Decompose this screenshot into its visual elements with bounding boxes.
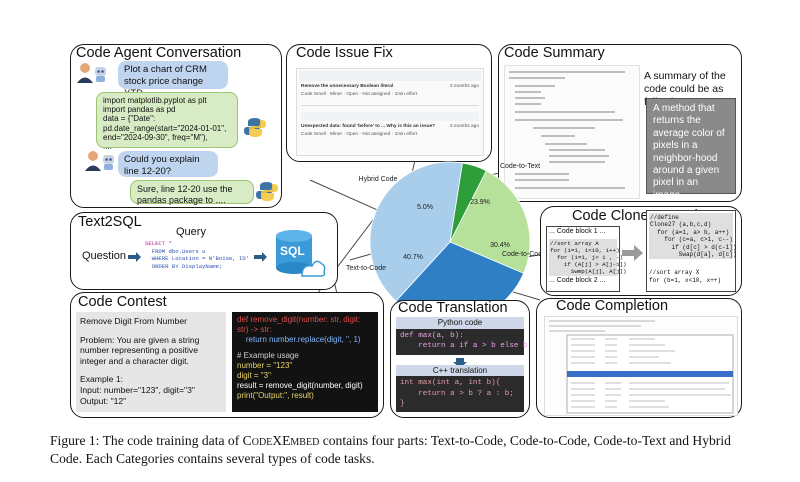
contest-example-label: Example 1:	[80, 374, 123, 385]
pie-category-label: Hybrid Code	[359, 176, 398, 183]
question-arrow-icon	[128, 250, 142, 268]
clone-left-box: ... Code block 1 ... //sort array A for …	[546, 226, 627, 292]
completion-screenshot	[544, 316, 738, 416]
issue-item-1: Remove the unnecessary Boolean literal	[301, 84, 394, 89]
sql-db-label: SQL	[280, 244, 305, 258]
sql-code: SELECT * FROM dbo.Users u WHERE Location…	[145, 240, 253, 284]
sql-database-icon: SQL	[272, 228, 326, 282]
summary-box: A method that returns the average color …	[646, 98, 736, 201]
agent-title: Code Agent Conversation	[76, 45, 242, 61]
user-avatar-icon-2	[84, 150, 116, 177]
cpp-code-header: C++ translation	[396, 365, 524, 376]
clone-right-code-2: //sort array X for (b=1, x<10, x++)	[649, 269, 722, 284]
python-code-block: def max(a, b): return a if a > b else b	[396, 329, 528, 355]
clone-block-2: ... Code block 2 ...	[549, 276, 606, 284]
user-message-1: Plot a chart of CRM stock price change Y…	[118, 61, 228, 99]
contest-desc: Problem: You are given a string number r…	[80, 334, 200, 366]
sql-line-4: ORDER BY DisplayName;	[145, 262, 223, 270]
pie-value-label: 5.0%	[417, 204, 433, 211]
contest-code-line-3: return number.replace(digit, '', 1)	[237, 335, 361, 344]
translation-title: Code Translation	[398, 300, 508, 316]
sql-line-2: FROM dbo.Users u	[145, 247, 206, 255]
contest-code-line-5: # Example usage	[237, 351, 299, 360]
contest-code-line-9: print("Output:", result)	[237, 391, 314, 400]
pie-category-label: Text-to-Code	[346, 265, 386, 272]
contest-problem-name: Remove Digit From Number	[80, 316, 187, 326]
summary-title: Code Summary	[504, 45, 605, 61]
sql-line-1: SELECT *	[145, 240, 172, 247]
user-avatar-icon	[76, 62, 108, 89]
python-logo-icon	[244, 116, 266, 143]
contest-code-line-2: str) -> str:	[237, 325, 272, 334]
translation-down-arrow-icon	[453, 355, 467, 373]
caption-name: CodeXEmbed	[242, 433, 320, 448]
issue-screenshot: Remove the unnecessary Boolean literal 3 …	[296, 68, 484, 156]
python-code-header: Python code	[396, 317, 524, 329]
issue-age-2: 3 months ago	[449, 124, 479, 129]
pie-value-label: 30.4%	[490, 242, 510, 249]
contest-code-box: def remove_digit(number: str, digit: str…	[232, 312, 378, 412]
clone-right-code-1: //define Clone27 (a,b,c,d) for (a=1, a> …	[649, 213, 737, 260]
issue-age-1: 3 months ago	[449, 84, 479, 89]
pie-category-label: Code-to-Code	[502, 251, 546, 258]
contest-example-input: Input: number="123", digit="3"	[80, 384, 195, 395]
sql-arrow-icon	[254, 250, 268, 268]
clone-right-box: //define Clone27 (a,b,c,d) for (a=1, a> …	[646, 210, 736, 292]
caption-part-1: Figure 1: The code training data of	[50, 433, 243, 448]
issue-item-2: Unexpected data: found 'before' to ... W…	[301, 124, 436, 129]
clone-left-code: //sort array A for (i=1, i<10, i++) for …	[549, 238, 627, 276]
issue-title: Code Issue Fix	[296, 45, 393, 61]
sql-line-3: WHERE Location = N'Boise, ID'	[145, 255, 250, 263]
contest-code-line-8: result = remove_digit(number, digit)	[237, 381, 363, 390]
pie-category-label: Code-to-Text	[500, 163, 540, 170]
pie-value-label: 23.9%	[470, 199, 490, 206]
contest-example-output: Output: "12"	[80, 395, 127, 406]
contest-code-line-1: def remove_digit(number: str, digit:	[237, 315, 361, 324]
pie-value-label: 40.7%	[403, 254, 423, 261]
issue-sub-1: Code Smell · Minor · Open · Not assigned…	[301, 92, 418, 97]
cpp-code-block: int max(int a, int b){ return a > b ? a …	[396, 376, 524, 412]
agent-code-bubble: import matplotlib.pyplot as plt import p…	[96, 92, 238, 151]
caption-part-2: contains four parts: Text-to-Code, Code-…	[50, 433, 731, 466]
query-label: Query	[176, 226, 206, 238]
agent-message-3: Sure, line 12-20 use the pandas package …	[130, 180, 254, 205]
clone-block-1: ... Code block 1 ...	[549, 228, 606, 235]
clone-arrow-icon	[622, 244, 644, 267]
python-logo-icon-2	[256, 180, 278, 207]
completion-title: Code Completion	[556, 298, 669, 314]
pie-slice-hybrid-code	[449, 162, 487, 243]
pie-slice-text-to-code	[369, 161, 463, 302]
question-label: Question	[82, 250, 127, 262]
contest-title: Code Contest	[78, 294, 167, 310]
user-message-2: Could you explain line 12-20?	[118, 151, 218, 177]
text2sql-title: Text2SQL	[78, 214, 142, 230]
contest-code-line-7: digit = "3"	[237, 371, 271, 380]
summary-code-snippet	[504, 65, 640, 199]
figure-caption: Figure 1: The code training data of Code…	[50, 432, 750, 468]
issue-sub-2: Code Smell · Minor · Open · Not assigned…	[301, 132, 418, 137]
contest-problem-box: Remove Digit From Number Problem: You ar…	[76, 312, 226, 412]
contest-code-line-6: number = "123"	[237, 361, 293, 370]
pie-slice-code-to-text	[449, 170, 531, 274]
